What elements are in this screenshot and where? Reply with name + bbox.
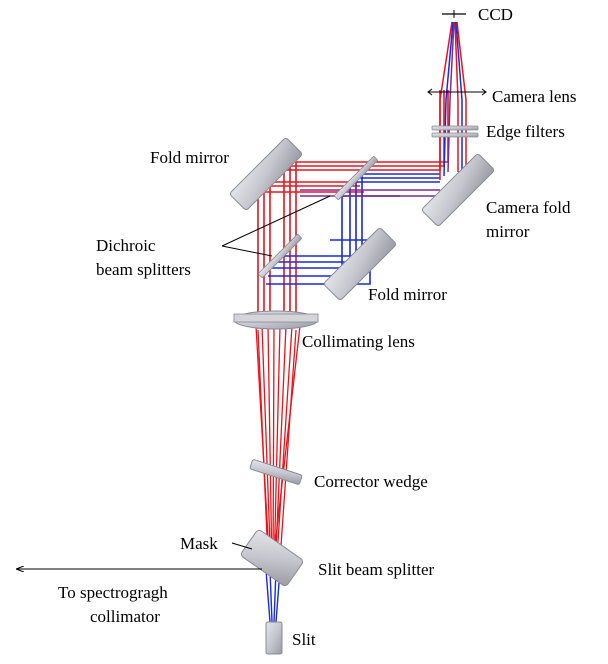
label-camera-lens: Camera lens bbox=[492, 87, 577, 106]
label-edge-filters: Edge filters bbox=[486, 122, 565, 141]
label-corrector-wedge: Corrector wedge bbox=[314, 472, 428, 491]
dichroic-leader-lines bbox=[221, 195, 331, 257]
camera-lens bbox=[427, 88, 487, 96]
label-ccd: CCD bbox=[478, 5, 513, 24]
dichroic-splitter-lower bbox=[258, 234, 302, 278]
mask-leader-line bbox=[231, 542, 253, 550]
corrector-wedge bbox=[249, 459, 303, 485]
lower-red-beam-fan bbox=[255, 325, 301, 573]
slit-beam-splitter bbox=[240, 529, 304, 587]
fold-mirror-top bbox=[229, 137, 303, 211]
dichroic-splitter-upper bbox=[334, 156, 378, 200]
purple-beams bbox=[300, 185, 453, 197]
label-dichroic-1: Dichroic bbox=[96, 236, 156, 255]
label-to-collimator-2: collimator bbox=[90, 607, 160, 626]
ccd-detector bbox=[442, 10, 466, 18]
label-to-collimator-1: To spectrogragh bbox=[58, 583, 168, 602]
label-collimating-lens: Collimating lens bbox=[302, 332, 415, 351]
edge-filters bbox=[431, 125, 479, 138]
camera-converging-beams bbox=[439, 21, 467, 180]
label-camera-fold-mirror-2: mirror bbox=[486, 222, 530, 241]
label-slit-beam-splitter: Slit beam splitter bbox=[318, 560, 434, 579]
slit bbox=[265, 621, 283, 655]
label-camera-fold-mirror-1: Camera fold bbox=[486, 198, 571, 217]
collimating-lens bbox=[233, 310, 319, 330]
label-mask: Mask bbox=[180, 534, 218, 553]
label-slit: Slit bbox=[292, 630, 316, 649]
label-fold-mirror-top: Fold mirror bbox=[150, 148, 229, 167]
camera-fold-mirror bbox=[421, 153, 495, 227]
label-fold-mirror-bottom: Fold mirror bbox=[368, 285, 447, 304]
label-dichroic-2: beam splitters bbox=[96, 260, 191, 279]
fold-mirror-bottom bbox=[323, 227, 397, 301]
